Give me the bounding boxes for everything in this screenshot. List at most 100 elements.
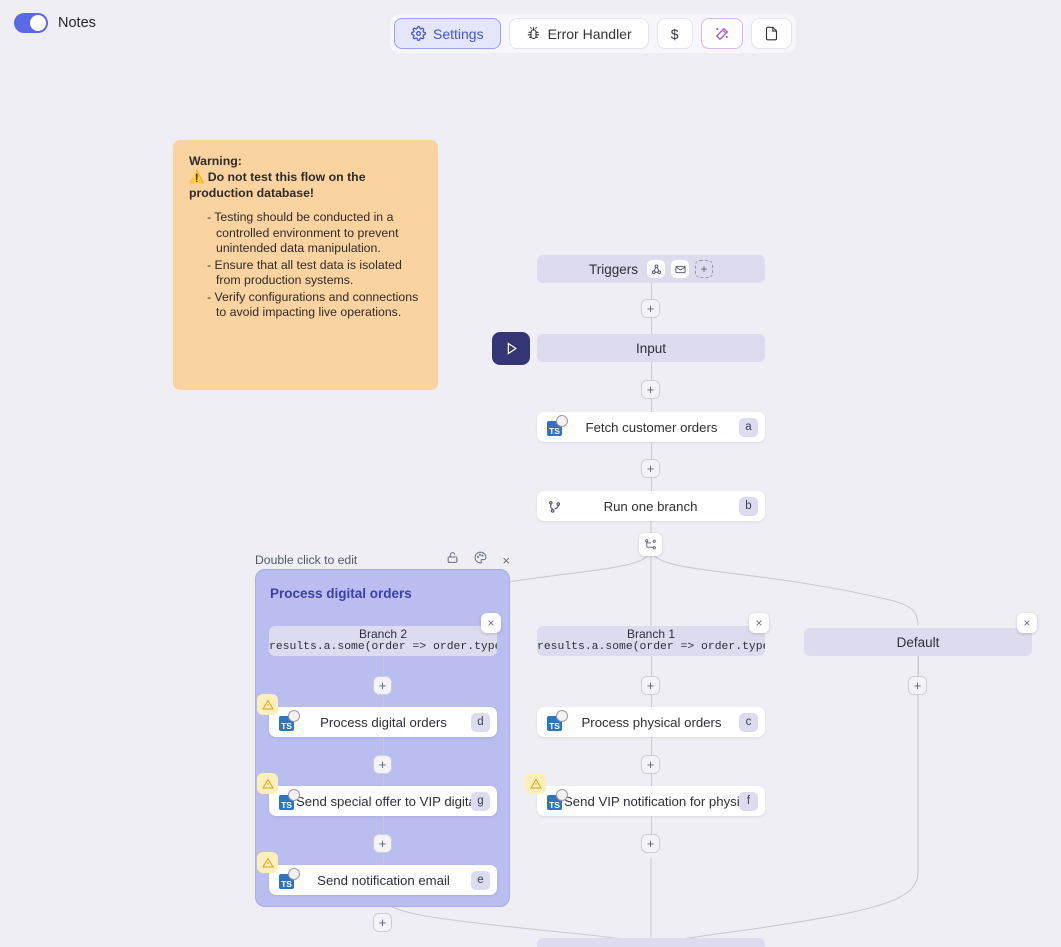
node-badge: f (739, 791, 758, 811)
top-toolbar[interactable]: Settings Error Handler $ (390, 14, 796, 53)
input-label: Input (635, 340, 667, 356)
edge-segment (383, 656, 384, 676)
node-send-notification-email[interactable]: TS Send notification email e (257, 852, 497, 895)
note-title: Warning: (189, 154, 242, 168)
node-label: Process digital orders (320, 714, 447, 730)
settings-button[interactable]: Settings (394, 18, 501, 49)
note-heading: ⚠️ Do not test this flow on the producti… (189, 170, 422, 201)
palette-icon[interactable] (474, 551, 487, 569)
node-badge: a (739, 417, 758, 437)
edge-segment (918, 656, 919, 676)
magic-button[interactable] (700, 18, 743, 49)
notes-toggle-group[interactable]: Notes (14, 13, 96, 33)
branch-2-bar[interactable]: Branch 2 results.a.some(order => order.t… (269, 626, 497, 656)
node-send-special-offer[interactable]: TS Send special offer to VIP digital c..… (257, 773, 497, 816)
note-bullet-list: - Testing should be conducted in a contr… (207, 210, 422, 320)
envelope-icon[interactable] (671, 260, 689, 278)
typescript-icon: TS (547, 788, 568, 810)
add-step-button[interactable]: + (641, 755, 660, 774)
warning-icon (257, 852, 278, 873)
output-bar[interactable] (537, 938, 765, 947)
webhook-icon[interactable] (647, 260, 665, 278)
add-trigger-button[interactable]: + (695, 260, 713, 278)
add-step-button[interactable]: + (373, 913, 392, 932)
edge-segment (651, 478, 652, 491)
lock-icon[interactable] (446, 551, 459, 569)
play-icon (507, 342, 517, 355)
list-item: - Ensure that all test data is isolated … (207, 257, 402, 288)
add-step-button[interactable]: + (641, 299, 660, 318)
add-step-button[interactable]: + (373, 834, 392, 853)
group-header-hint: Double click to edit (255, 553, 358, 567)
node-run-one-branch[interactable]: Run one branch b (537, 491, 765, 521)
settings-button-label: Settings (433, 25, 484, 42)
typescript-icon: TS (547, 414, 568, 436)
edge-segment (651, 399, 652, 412)
group-header[interactable]: Double click to edit × (255, 551, 510, 569)
document-button[interactable] (750, 18, 792, 49)
triggers-bar[interactable]: Triggers + (537, 255, 765, 283)
branch-split-icon[interactable] (639, 533, 662, 556)
warning-emoji-icon: ⚠️ (189, 170, 205, 185)
edge-segment (383, 816, 384, 834)
node-label: Send notification email (317, 872, 450, 888)
toggle-knob (30, 15, 46, 31)
typescript-icon: TS (279, 867, 300, 889)
add-step-button[interactable]: + (373, 676, 392, 695)
cost-button[interactable]: $ (656, 18, 693, 49)
node-label: Run one branch (603, 498, 698, 514)
node-process-digital-orders[interactable]: TS Process digital orders d (257, 694, 497, 737)
node-process-physical-orders[interactable]: TS Process physical orders c (537, 707, 765, 737)
input-bar[interactable]: Input (537, 334, 765, 362)
triggers-label: Triggers (588, 261, 638, 277)
edge-segment (383, 695, 384, 707)
add-step-button[interactable]: + (641, 459, 660, 478)
node-badge: d (471, 712, 490, 732)
add-step-button[interactable]: + (641, 676, 660, 695)
edge-segment (383, 737, 384, 755)
branch-1-close-button[interactable]: × (749, 613, 769, 633)
branch-1-title: Branch 1 (626, 626, 676, 641)
branch-icon (547, 499, 562, 514)
node-label: Fetch customer orders (585, 419, 718, 435)
node-badge: b (739, 496, 758, 516)
node-badge: g (471, 791, 490, 811)
branch-1-bar[interactable]: Branch 1 results.a.some(order => order.t… (537, 626, 765, 656)
typescript-icon: TS (547, 709, 568, 731)
edge-triggers-input (651, 283, 652, 309)
note-heading-text: Do not test this flow on the production … (189, 170, 366, 200)
node-label: Send special offer to VIP digital c... (296, 793, 471, 809)
node-send-vip-physical[interactable]: TS Send VIP notification for physical...… (525, 773, 765, 816)
add-step-button[interactable]: + (908, 676, 927, 695)
edge-segment (383, 774, 384, 786)
edge-segment (383, 853, 384, 865)
list-item: - Verify configurations and connections … (207, 289, 419, 320)
edge-segment (651, 656, 652, 676)
node-fetch-customer-orders[interactable]: TS Fetch customer orders a (537, 412, 765, 442)
edge-segment (651, 362, 652, 381)
branch-default-title: Default (896, 634, 940, 650)
document-icon (764, 26, 779, 41)
group-close-icon[interactable]: × (502, 552, 510, 568)
branch-1-code: results.a.some(order => order.type (537, 641, 765, 654)
add-step-button[interactable]: + (641, 834, 660, 853)
run-flow-button[interactable] (492, 332, 530, 365)
node-badge: e (471, 870, 490, 890)
edge-segment (651, 442, 652, 461)
node-badge: c (739, 712, 758, 732)
list-item: - Testing should be conducted in a contr… (207, 210, 399, 256)
add-step-button[interactable]: + (641, 380, 660, 399)
add-step-button[interactable]: + (373, 755, 392, 774)
branch-default-bar[interactable]: Default (804, 628, 1032, 656)
branch-default-close-button[interactable]: × (1017, 613, 1037, 633)
warning-note[interactable]: Warning: ⚠️ Do not test this flow on the… (173, 140, 438, 390)
notes-toggle[interactable] (14, 13, 48, 33)
branch-2-close-button[interactable]: × (481, 613, 501, 633)
edge-segment (651, 318, 652, 334)
typescript-icon: TS (279, 788, 300, 810)
error-handler-button[interactable]: Error Handler (508, 18, 649, 49)
edge-segment (651, 695, 652, 707)
warning-icon (257, 694, 278, 715)
